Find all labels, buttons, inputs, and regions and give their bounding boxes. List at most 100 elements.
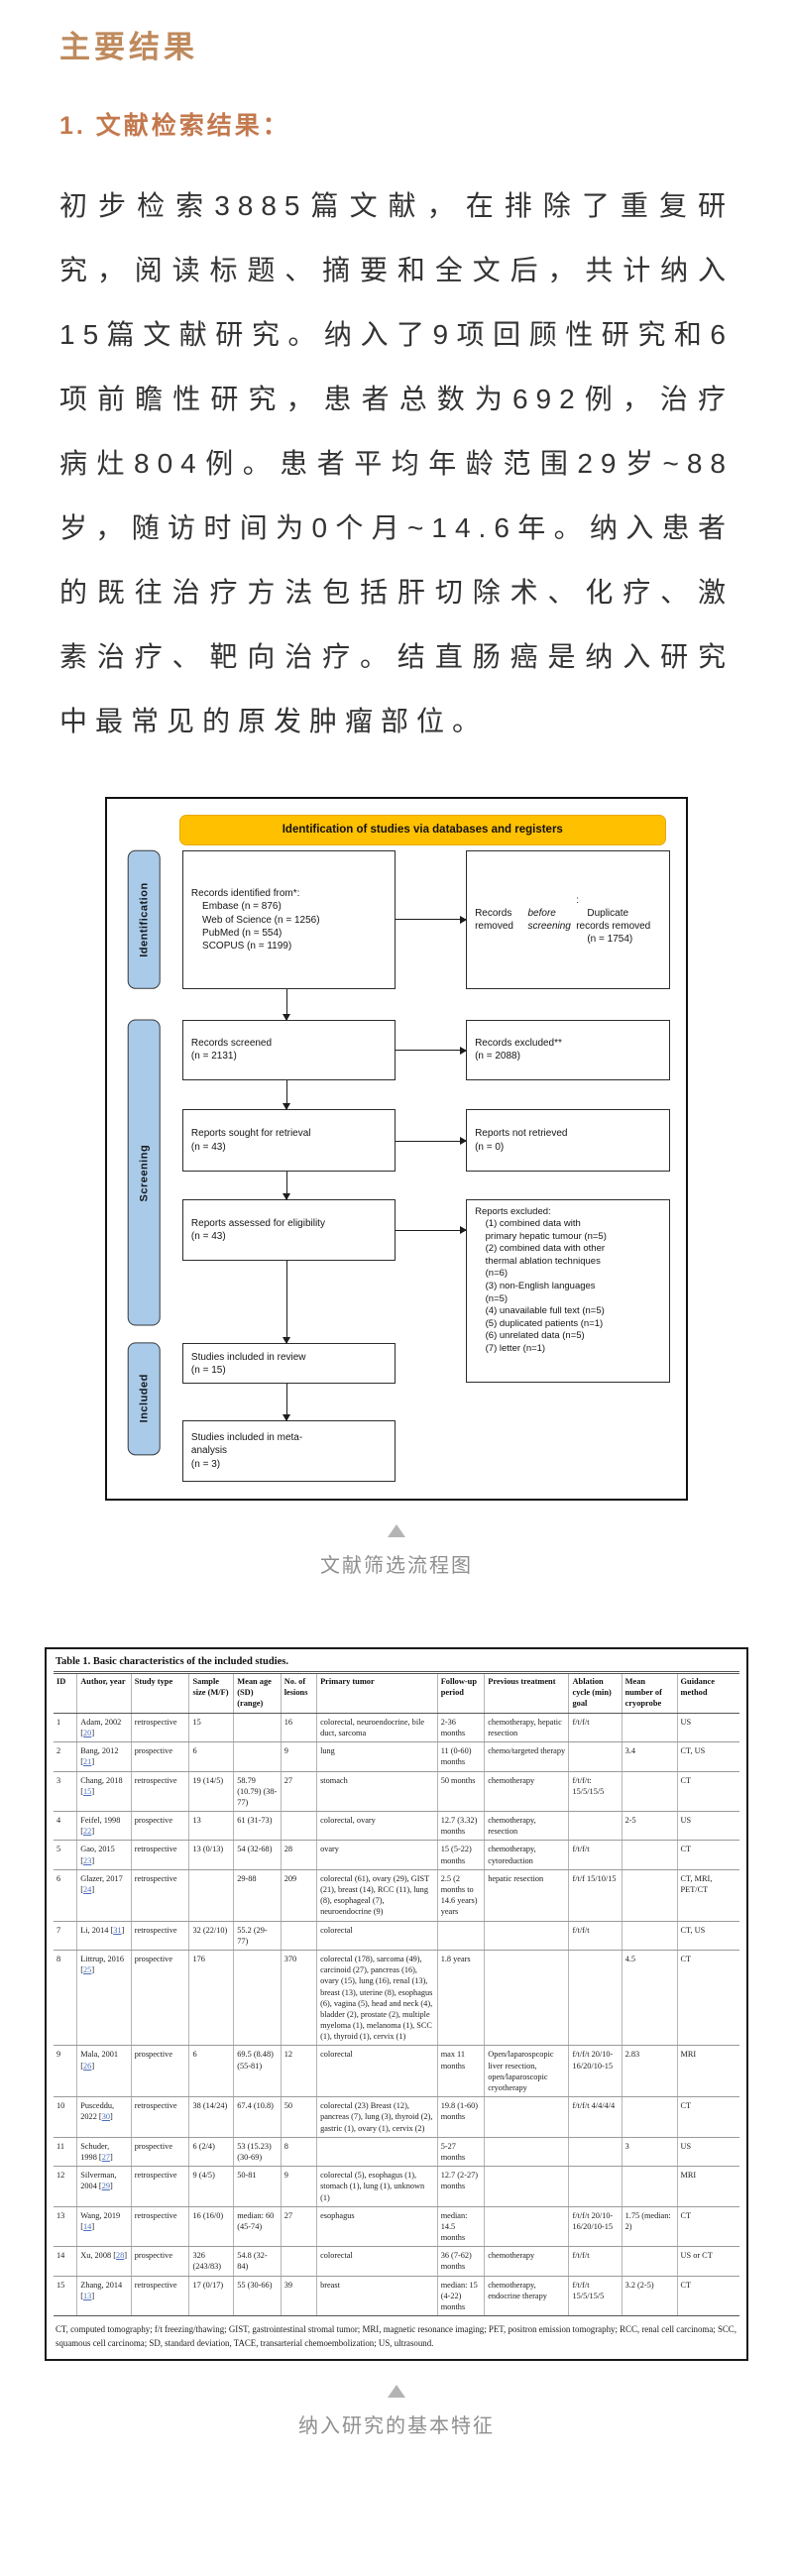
cell-mean_age: 54 (32-68) [233,1840,282,1870]
reference-link[interactable]: 23 [83,1855,92,1865]
cell-previous [484,1950,570,2047]
cell-previous: chemo/targeted therapy [484,1741,570,1772]
cell-previous [484,2096,570,2138]
arrow-right-icon [395,1136,468,1145]
cell-sample: 13 (0/13) [188,1840,235,1870]
reference-link[interactable]: 26 [83,2061,92,2071]
reference-link[interactable]: 13 [83,2291,92,2300]
cell-mean_age: 61 (31-73) [233,1811,282,1842]
box-records-identified: Records identified from*: Embase (n = 87… [181,850,396,990]
figure-caption-block: 文献筛选流程图 [59,1524,734,1578]
cell-cryoprobe [622,2166,678,2207]
cell-mean_age: median: 60 (45-74) [233,2206,282,2248]
figure-caption: 文献筛选流程图 [320,1555,473,1577]
cell-follow_up: 5-27 months [437,2137,486,2168]
cell-sample: 326 (243/83) [188,2246,235,2277]
cell-previous: hepatic resection [484,1869,570,1922]
cell-sample: 19 (14/5) [188,1771,235,1813]
cell-lesions: 28 [281,1840,318,1870]
cell-primary: breast [316,2276,438,2317]
cell-ablation: f/t/f/t 20/10-16/20/10-15 [568,2206,623,2248]
box-reports-sought: Reports sought for retrieval (n = 43) [181,1109,396,1172]
cell-mean_age [233,1741,282,1772]
cell-previous: chemotherapy, endocrine therapy [484,2276,570,2317]
cell-guidance: US or CT [677,2246,739,2277]
cell-study_type: prospective [131,1741,190,1772]
reference-link[interactable]: 27 [101,2152,110,2162]
stage-label-included: Included [128,1341,161,1456]
cell-previous [484,2137,570,2168]
reference-link[interactable]: 25 [83,1965,92,1975]
cell-follow_up: median: 14.5 months [437,2206,486,2248]
cell-follow_up: 12.7 (2-27) months [437,2166,486,2207]
cell-primary: colorectal (23) Breast (12), pancreas (7… [316,2096,438,2138]
cell-primary: esophagus [316,2206,438,2248]
cell-previous [484,2206,570,2248]
cell-mean_age: 29-88 [233,1869,282,1922]
cell-ablation: f/t/f/t 20/10-16/20/10-15 [568,2045,623,2098]
cell-lesions: 209 [281,1869,318,1922]
section-heading: 1. 文献检索结果： [59,112,290,140]
cell-lesions [281,2246,318,2277]
triangle-up-icon [388,2384,405,2398]
cell-study_type: prospective [131,2137,190,2168]
cell-previous: chemotherapy [484,2246,570,2277]
cell-primary: colorectal (178), sarcoma (49), carcinoi… [316,1950,438,2047]
cell-study_type: prospective [131,2246,190,2277]
cell-lesions [281,1811,318,1842]
cell-lesions: 27 [281,2206,318,2248]
cell-follow_up: 15 (5-22) months [437,1840,486,1870]
cell-mean_age [233,1713,282,1743]
cell-guidance: CT [677,1771,739,1813]
cell-guidance: MRI [677,2166,739,2207]
cell-lesions: 50 [281,2096,318,2138]
cell-lesions: 370 [281,1950,318,2047]
cell-guidance: US [677,2137,739,2168]
cell-previous: chemotherapy, cytoreduction [484,1840,570,1870]
cell-id: 2 [54,1741,78,1772]
cell-mean_age: 50-81 [233,2166,282,2207]
cell-mean_age: 54.8 (32-84) [233,2246,282,2277]
cell-sample: 6 [188,1741,235,1772]
reference-link[interactable]: 28 [115,2251,125,2261]
arrow-down-icon [283,989,291,1022]
column-header-sample: Sample size (M/F) [188,1674,235,1714]
cell-study_type: retrospective [131,1771,190,1813]
box-records-excluded: Records excluded** (n = 2088) [466,1020,670,1080]
cell-mean_age: 67.4 (10.8) [233,2096,282,2138]
cell-ablation: f/t/f 15/10/15 [568,1869,623,1922]
cell-sample: 6 [188,2045,235,2098]
cell-author: Xu, 2008 [28] [76,2246,132,2277]
reference-link[interactable]: 31 [113,1925,122,1935]
reference-link[interactable]: 20 [83,1728,92,1737]
reference-link[interactable]: 29 [101,2182,110,2191]
cell-ablation: f/t/f/t [568,2246,623,2277]
cell-follow_up: max 11 months [437,2045,486,2098]
cell-sample: 13 [188,1811,235,1842]
table-caption-block: 纳入研究的基本特征 [59,2384,734,2438]
reference-link[interactable]: 14 [83,2221,92,2231]
reference-link[interactable]: 24 [83,1885,92,1895]
cell-ablation [568,2166,623,2207]
reference-link[interactable]: 30 [101,2112,110,2122]
cell-study_type: retrospective [131,2206,190,2248]
box-reports-not-retrieved: Reports not retrieved (n = 0) [466,1109,670,1172]
cell-author: Chang, 2018 [15] [76,1771,132,1813]
arrow-right-icon [395,915,468,924]
reference-link[interactable]: 22 [83,1827,92,1837]
cell-guidance: CT [677,2276,739,2317]
cell-study_type: retrospective [131,2276,190,2317]
cell-guidance: CT [677,2096,739,2138]
cell-guidance: CT, US [677,1741,739,1772]
cell-primary: colorectal, neuroendocrine, bile duct, s… [316,1713,438,1743]
cell-cryoprobe: 3 [622,2137,678,2168]
cell-ablation [568,1741,623,1772]
cell-guidance: CT, US [677,1921,739,1951]
cell-study_type: retrospective [131,1713,190,1743]
reference-link[interactable]: 21 [83,1757,92,1767]
reference-link[interactable]: 15 [83,1786,92,1796]
cell-mean_age: 55.2 (29-77) [233,1921,282,1951]
